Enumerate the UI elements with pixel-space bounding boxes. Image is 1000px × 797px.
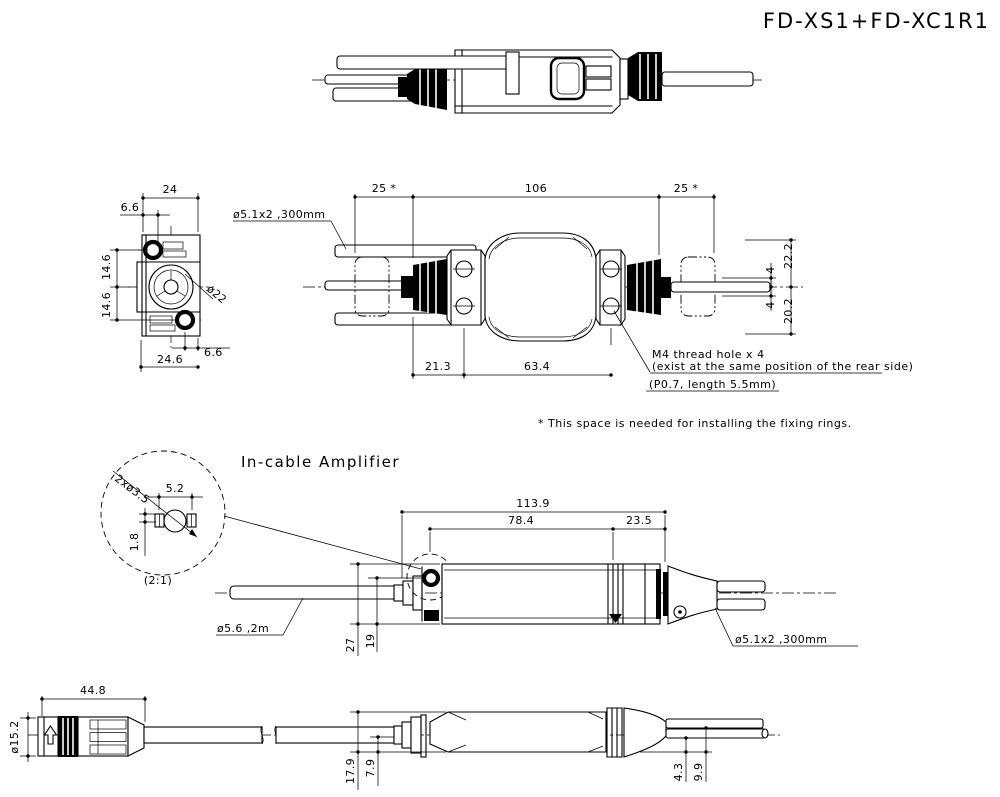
dim-side-height-lower: 14.6 (100, 292, 113, 318)
orientation-arrow-icon (43, 725, 58, 745)
dim-lens-diameter: ø22 (204, 282, 229, 306)
top-view-drawing (312, 49, 762, 114)
dim-amp-side-height: 17.9 (344, 758, 357, 784)
button-area (585, 65, 612, 78)
dim-amp-height: 27 (344, 638, 357, 653)
dim-side-width-top: 24 (163, 183, 178, 196)
dim-side-width-bottom: 24.6 (157, 353, 183, 366)
note-fixing-rings: * This space is needed for installing th… (538, 417, 852, 430)
amp-side-body (429, 711, 607, 753)
note-m4-pitch: (P0.7, length 5.5mm) (649, 378, 776, 391)
amp-side-end-cap (623, 707, 667, 758)
dim-amp-total: 113.9 (516, 497, 550, 510)
dim-connector-diameter: ø15.2 (8, 720, 21, 753)
amplifier-side-view: 17.9 7.9 4.3 9.9 (344, 707, 769, 790)
detail-scale-label: (2:1) (144, 574, 172, 587)
amplifier-section: In-cable Amplifier 2xø3.5 5.2 1.8 (2:1) (100, 450, 858, 656)
dim-side-offset-bottom: 6.6 (204, 346, 223, 359)
detail-view: 2xø3.5 5.2 1.8 (2:1) (100, 450, 422, 587)
dim-height-top: 22.2 (782, 243, 795, 269)
label-sensor-tubes: ø5.1x2 ,300mm (233, 208, 325, 221)
display-window (549, 56, 586, 101)
label-amp-out-tubes: ø5.1x2 ,300mm (735, 633, 827, 646)
dim-amp-side-tube-height: 9.9 (692, 763, 705, 782)
dim-hole-offset: 21.3 (425, 360, 451, 373)
front-view-drawing: 25 * 106 25 * ø5.1x2 ,300mm 4 22.2 4 20.… (233, 182, 913, 430)
amp-side-tube (665, 718, 764, 729)
dim-side-height-upper: 14.6 (100, 254, 113, 280)
dim-space-left: 25 * (372, 182, 397, 195)
drawing-title: FD-XS1+FD-XC1R1 (763, 9, 990, 33)
dim-height-bottom: 20.2 (782, 298, 795, 324)
amp-out-tube (716, 580, 766, 593)
front-right-tube (670, 281, 771, 293)
note-m4-title: M4 thread hole x 4 (652, 348, 765, 361)
dim-amp-end: 23.5 (626, 514, 652, 527)
amp-cable-over-body (336, 55, 510, 70)
label-amp-input-cable: ø5.6 ,2m (217, 622, 269, 635)
lens-ring (148, 264, 194, 310)
connector-grip (77, 716, 129, 757)
dim-side-offset-top: 6.6 (121, 201, 140, 214)
dim-body-length: 106 (525, 182, 547, 195)
fixing-ring-left (354, 256, 390, 317)
amp-input-cable (229, 585, 403, 600)
dim-connector-length: 44.8 (80, 684, 106, 697)
dim-detail-depth: 1.8 (128, 533, 141, 552)
front-left-nut (413, 259, 447, 315)
detail-circle (100, 450, 226, 576)
dim-hole-pitch: 63.4 (524, 360, 550, 373)
right-knurled-nut (628, 52, 662, 101)
dim-amp-hole-height: 19 (364, 634, 377, 649)
sensor-body-front (484, 232, 597, 342)
section-title-amplifier: In-cable Amplifier (241, 453, 400, 471)
sensor-body-side (141, 234, 201, 337)
connector-taper (127, 716, 145, 757)
cable-clamp (505, 51, 520, 95)
dim-amp-pitch: 78.4 (508, 514, 534, 527)
side-view-drawing: 24 6.6 14.6 14.6 ø22 6.6 24.6 (100, 183, 230, 372)
amp-mounting-hole (421, 568, 441, 588)
right-tube (661, 71, 754, 87)
amplifier-front-view: 113.9 78.4 23.5 27 19 ø5.6 ,2m ø5.1x2 ,3… (215, 497, 858, 656)
amp-end-screw (673, 605, 687, 619)
dim-detail-holes: 2xø3.5 (112, 472, 152, 507)
dim-tube-offset-bottom: 4 (764, 301, 777, 308)
dim-detail-width: 5.2 (166, 482, 185, 495)
amp-out-tube (716, 598, 766, 611)
note-m4-detail: (exist at the same position of the rear … (652, 360, 913, 373)
amp-body (441, 563, 661, 625)
dim-space-right: 25 * (674, 182, 699, 195)
amp-side-tube (665, 728, 766, 739)
dim-amp-side-cable: 7.9 (364, 759, 377, 778)
left-knurled-nut (407, 63, 447, 110)
connector-cable (143, 726, 263, 744)
dim-amp-side-tube-offset: 4.3 (672, 763, 685, 782)
dim-tube-offset-top: 4 (764, 266, 777, 273)
front-right-nut (627, 259, 661, 315)
